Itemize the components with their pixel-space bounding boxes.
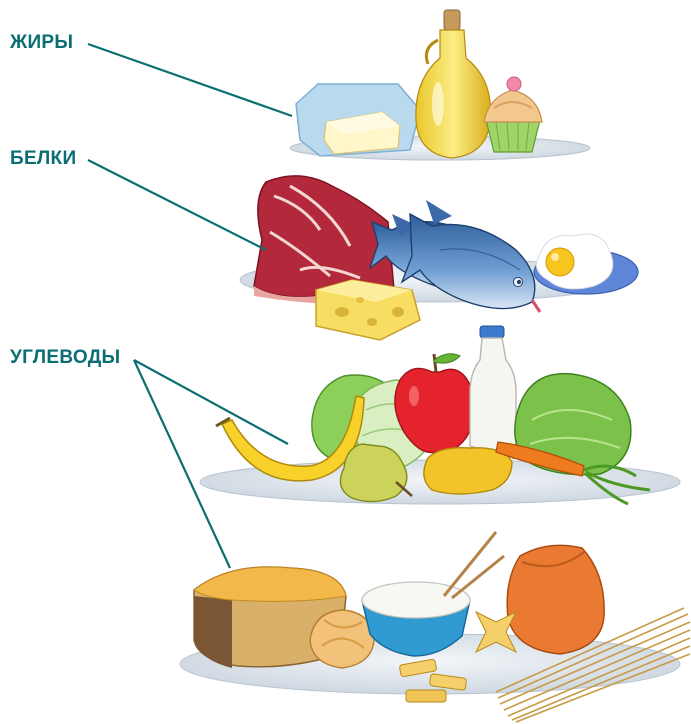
cupcake-icon [484,77,542,152]
tier-fats [290,10,590,160]
fried-egg-icon [534,234,638,294]
tier-produce [200,326,680,504]
butter-icon [296,84,420,156]
oil-bottle-icon [416,10,491,158]
tier-grains [180,532,690,722]
label-proteins: БЕЛКИ [10,148,76,170]
label-carbohydrates: УГЛЕВОДЫ [10,347,120,369]
leader-line-carbs-grains [134,360,230,568]
milk-bottle-icon [470,326,516,450]
label-fats: ЖИРЫ [10,32,73,54]
leader-line-proteins [88,160,266,250]
cheese-icon [316,280,420,340]
leader-line-carbs-produce [134,360,288,444]
flour-bag-icon [507,545,604,654]
bun-icon [310,610,374,668]
tier-proteins [240,176,638,340]
leader-line-fats [88,44,292,116]
